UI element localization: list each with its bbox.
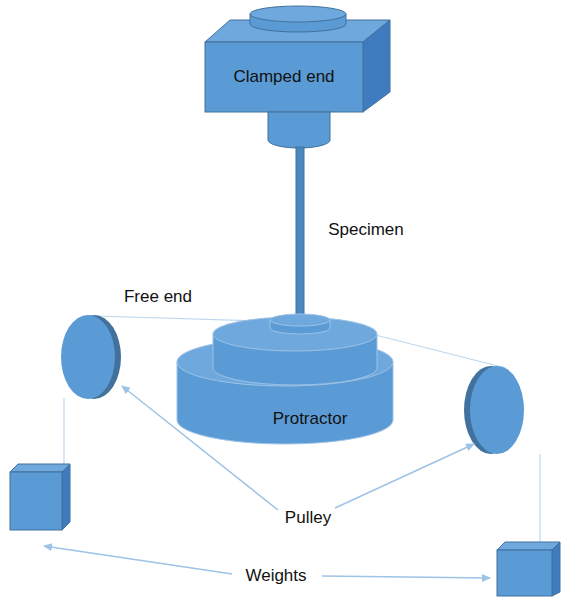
clamp-block: Clamped end <box>205 42 363 112</box>
pulley <box>61 315 524 454</box>
specimen-rod <box>296 147 304 319</box>
part-label: Free end <box>122 287 194 307</box>
part-label: Pulley <box>283 508 333 528</box>
weight <box>10 464 560 596</box>
node-text: Protractor <box>273 409 348 429</box>
string <box>64 316 540 544</box>
leader-arrow <box>44 386 490 578</box>
protractor-base: Protractor <box>230 398 390 440</box>
clamp <box>205 6 390 148</box>
node-text: Clamped end <box>233 67 334 87</box>
part-label: Specimen <box>326 220 406 240</box>
protractor <box>177 314 393 444</box>
part-label: Weights <box>243 566 308 586</box>
